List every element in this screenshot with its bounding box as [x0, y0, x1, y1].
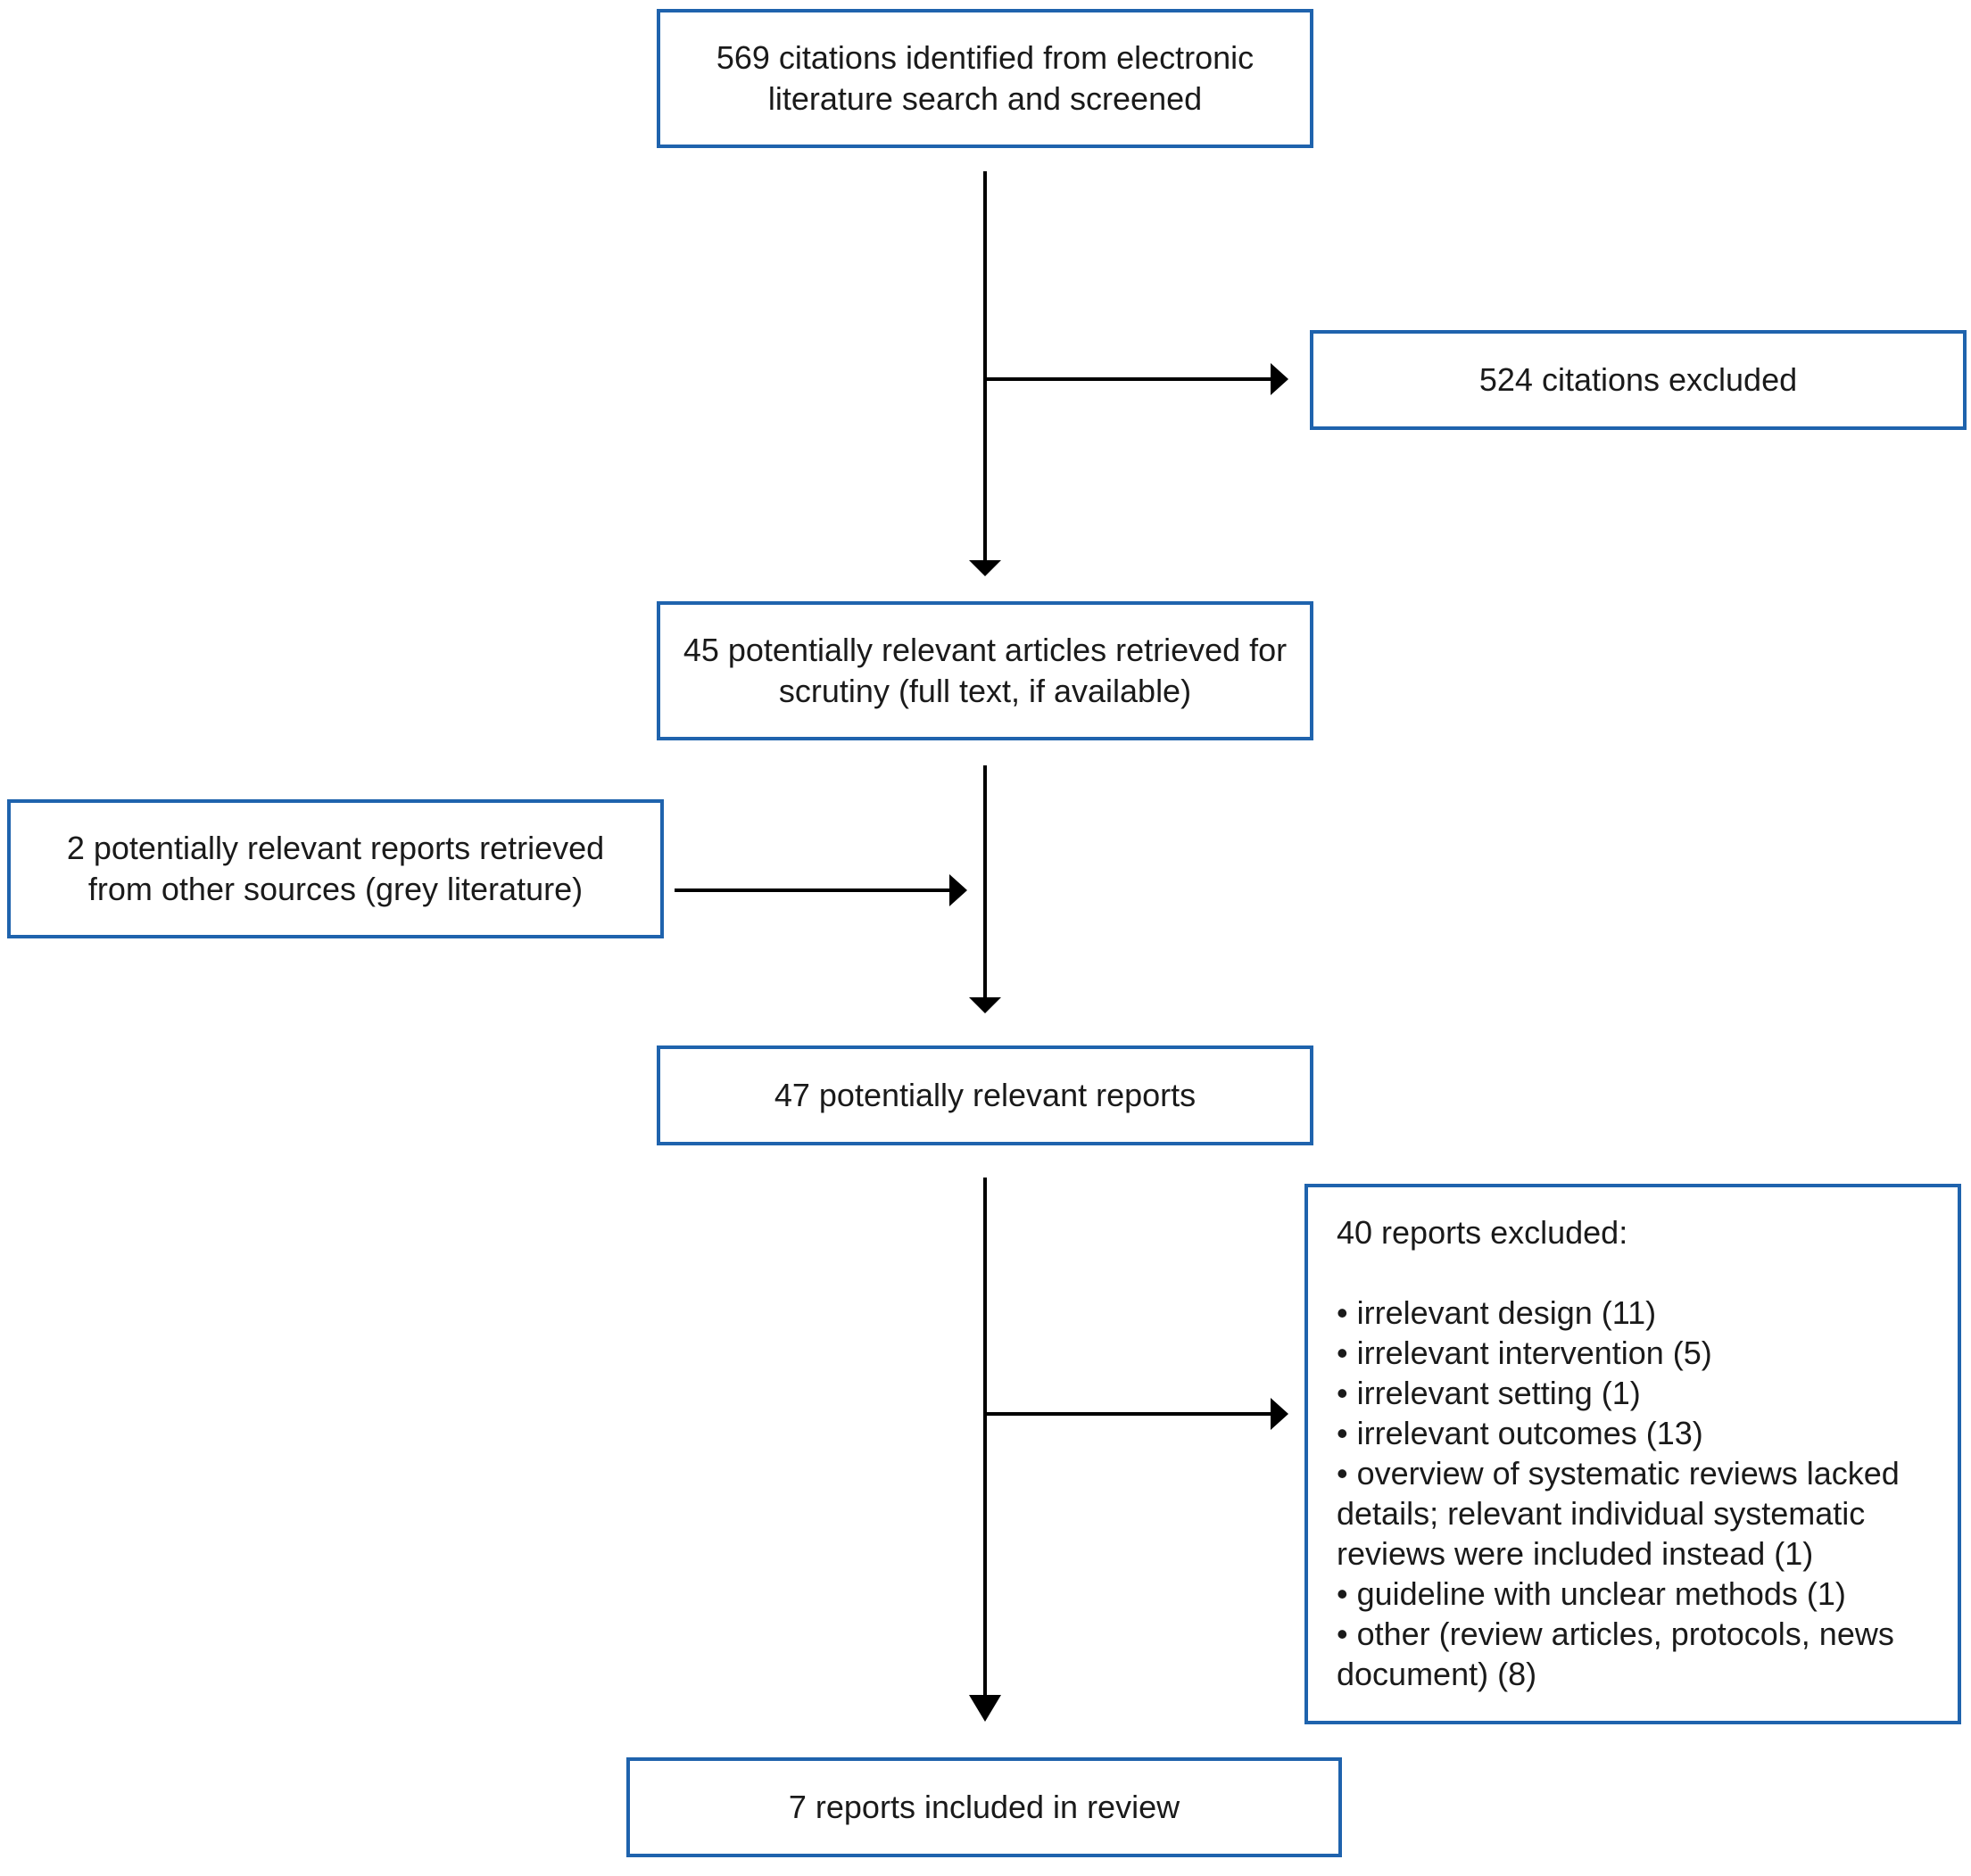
box-potentially-relevant-reports: 47 potentially relevant reports [657, 1045, 1313, 1145]
potentially-relevant-text: 47 potentially relevant reports [774, 1077, 1197, 1113]
box-citations-excluded: 524 citations excluded [1310, 330, 1967, 430]
box-reports-included: 7 reports included in review [626, 1757, 1342, 1857]
arrowhead-excluded-reports [1271, 1398, 1288, 1430]
box-reports-excluded: 40 reports excluded: irrelevant design (… [1304, 1184, 1961, 1724]
exclusion-reason: irrelevant setting (1) [1337, 1373, 1929, 1413]
exclusion-reason: other (review articles, protocols, news … [1337, 1614, 1929, 1694]
arrowhead-excluded-citations [1271, 363, 1288, 395]
arrowhead-other-sources [949, 874, 967, 906]
reports-included-text: 7 reports included in review [788, 1789, 1180, 1825]
articles-retrieved-text: 45 potentially relevant articles retriev… [683, 632, 1288, 709]
exclusion-reasons-list: irrelevant design (11) irrelevant interv… [1337, 1293, 1929, 1694]
exclusion-reason: guideline with unclear methods (1) [1337, 1574, 1929, 1614]
exclusion-reason: irrelevant outcomes (13) [1337, 1413, 1929, 1453]
box-citations-identified: 569 citations identified from electronic… [657, 9, 1313, 148]
reports-excluded-heading: 40 reports excluded: [1337, 1214, 1628, 1251]
exclusion-reason: irrelevant design (11) [1337, 1293, 1929, 1333]
other-sources-text: 2 potentially relevant reports retrieved… [66, 830, 605, 907]
arrowhead-included [969, 1695, 1001, 1722]
citations-excluded-text: 524 citations excluded [1478, 361, 1798, 398]
citations-identified-text: 569 citations identified from electronic… [716, 39, 1255, 117]
box-articles-retrieved: 45 potentially relevant articles retriev… [657, 601, 1313, 740]
exclusion-reason: irrelevant intervention (5) [1337, 1333, 1929, 1373]
arrowhead-retrieved [969, 560, 1001, 576]
arrowhead-relevant [969, 997, 1001, 1013]
box-other-sources: 2 potentially relevant reports retrieved… [7, 799, 664, 938]
exclusion-reason: overview of systematic reviews lacked de… [1337, 1453, 1929, 1574]
